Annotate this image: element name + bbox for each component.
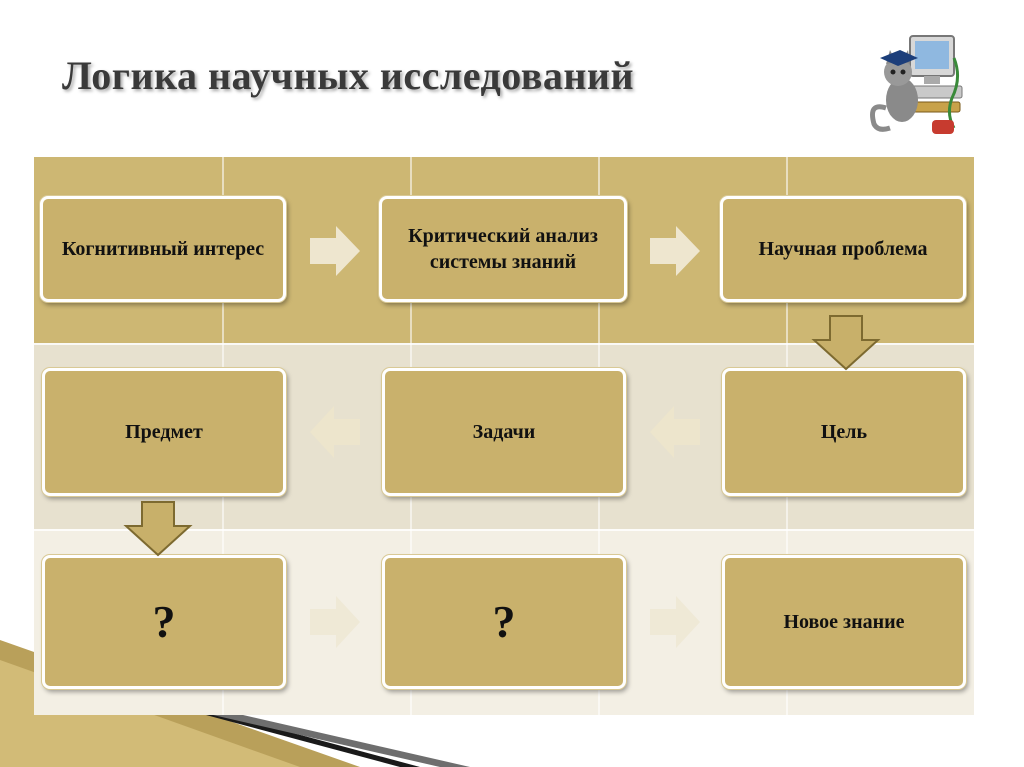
- grid-line: [34, 343, 974, 345]
- box-unknown-2: ?: [382, 555, 626, 689]
- arrow-left-icon: [310, 406, 360, 458]
- box-scientific-problem: Научная проблема: [720, 196, 966, 302]
- arrow-right-icon: [310, 596, 360, 648]
- box-unknown-1: ?: [42, 555, 286, 689]
- arrow-down-icon: [811, 315, 881, 371]
- slide-title: Логика научных исследований: [62, 53, 635, 98]
- box-cognitive-interest: Когнитивный интерес: [40, 196, 286, 302]
- box-subject: Предмет: [42, 368, 286, 496]
- box-new-knowledge: Новое знание: [722, 555, 966, 689]
- box-goal: Цель: [722, 368, 966, 496]
- arrow-left-icon: [650, 406, 700, 458]
- box-tasks: Задачи: [382, 368, 626, 496]
- box-critical-analysis: Критический анализ системы знаний: [379, 196, 627, 302]
- arrow-right-icon: [310, 226, 360, 276]
- grid-line: [34, 529, 974, 531]
- arrow-down-icon: [123, 501, 193, 557]
- arrow-right-icon: [650, 596, 700, 648]
- arrow-right-icon: [650, 226, 700, 276]
- mascot-cat-icon: [870, 35, 963, 134]
